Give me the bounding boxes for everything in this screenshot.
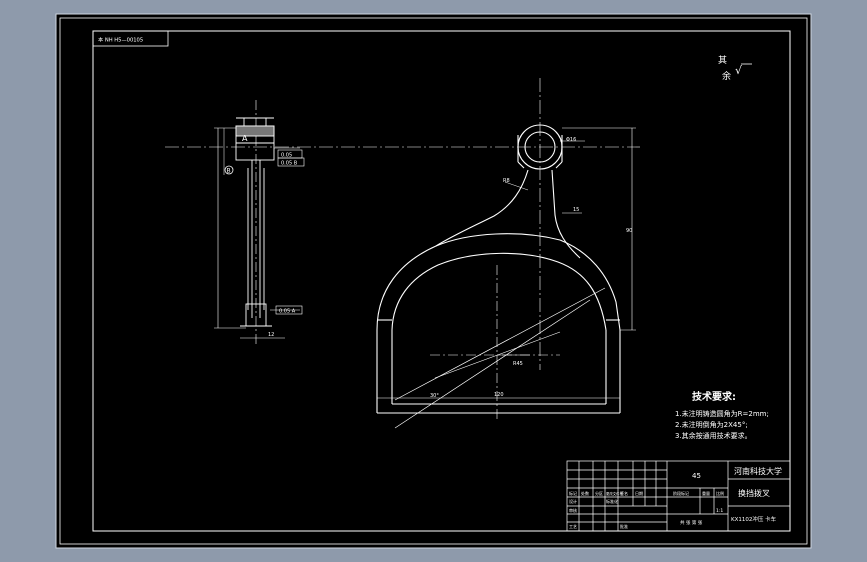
tb-row1-c2: 处数 <box>581 490 589 496</box>
drawing-sheet <box>55 13 812 549</box>
inner-frame <box>92 30 791 532</box>
arm-radius-label: R8 <box>503 178 510 184</box>
fork-outer-arc <box>376 233 621 331</box>
tb-row2-c3: 标准化 <box>606 498 618 504</box>
tech-req-item-1: 1.未注明铸造圆角为R=2mm; <box>675 409 769 418</box>
header-stamp-box <box>92 30 169 47</box>
side-lower-dim: 12 <box>268 332 274 338</box>
main-view <box>165 78 640 429</box>
tb-row3-c1: 审核 <box>569 507 577 513</box>
title-material: 45 <box>692 472 701 480</box>
tb-row1-c1: 标记 <box>569 490 577 496</box>
tb-row4-c1: 工艺 <box>569 524 577 529</box>
fork-note-label: 15 <box>573 207 579 213</box>
tb-row1-c3: 分区 <box>595 490 603 496</box>
tb-row1-c5: 签名 <box>620 490 628 496</box>
tb-row4-c3: 批准 <box>620 523 628 529</box>
tb-row2-c7: 比例 <box>716 490 724 496</box>
tech-req-title: 技术要求: <box>692 390 736 403</box>
title-part-name: 换挡拨叉 <box>738 488 770 498</box>
roughness-symbol: √ <box>735 64 743 77</box>
title-drawing-no: KX1102冲压 卡车 <box>731 515 777 523</box>
tolerance-box-3 <box>275 305 303 315</box>
side-view <box>214 100 300 345</box>
tolerance-box-2 <box>277 157 305 167</box>
tb-row2-c5: 阶段标记 <box>673 490 689 496</box>
fork-inner-arc <box>391 252 607 331</box>
tb-row1-c6: 日期 <box>635 490 643 496</box>
tb-row2-c1: 设计 <box>569 498 577 504</box>
tolerance-text-2: 0.05 B <box>281 161 298 167</box>
tb-row1-c4: 更改文件号 <box>606 491 624 496</box>
bottom-dim-label: 120 <box>494 392 504 398</box>
bore-dim-label: Φ16 <box>566 137 576 143</box>
title-school: 河南科技大学 <box>734 466 782 476</box>
tb-row2-c6: 重量 <box>702 490 710 496</box>
title-scale: 1:1 <box>716 508 723 514</box>
tb-row4-c5: 共 张 第 张 <box>680 519 703 526</box>
tech-req-item-2: 2.未注明倒角为2X45°; <box>675 420 748 429</box>
datum-marker-text: B <box>227 168 231 175</box>
fork-right-arm <box>551 169 581 259</box>
hub-bore-circle <box>524 131 556 163</box>
header-stamp-text: 本 NH H5—00105 <box>98 36 143 44</box>
tech-req-item-3: 3.其余按通用技术要求。 <box>675 431 752 440</box>
construction-line-2 <box>394 299 591 429</box>
side-upper-dim: A <box>242 134 248 143</box>
roughness-note-line1: 其 <box>718 55 727 66</box>
tolerance-text-1: 0.05 <box>281 153 292 159</box>
tolerance-text-3: 0.05 A <box>279 309 296 315</box>
side-hub-hatch <box>235 125 275 137</box>
center-dim-label: R45 <box>513 361 523 367</box>
angle-dim-label: 30° <box>430 393 439 399</box>
datum-marker-circle <box>224 165 234 175</box>
fork-left-arm <box>435 169 529 247</box>
roughness-note-line2: 余 <box>722 70 731 82</box>
construction-line-1 <box>394 287 606 401</box>
title-block <box>566 460 791 532</box>
span-dim-label: 90 <box>626 228 632 234</box>
outer-frame <box>59 17 808 545</box>
